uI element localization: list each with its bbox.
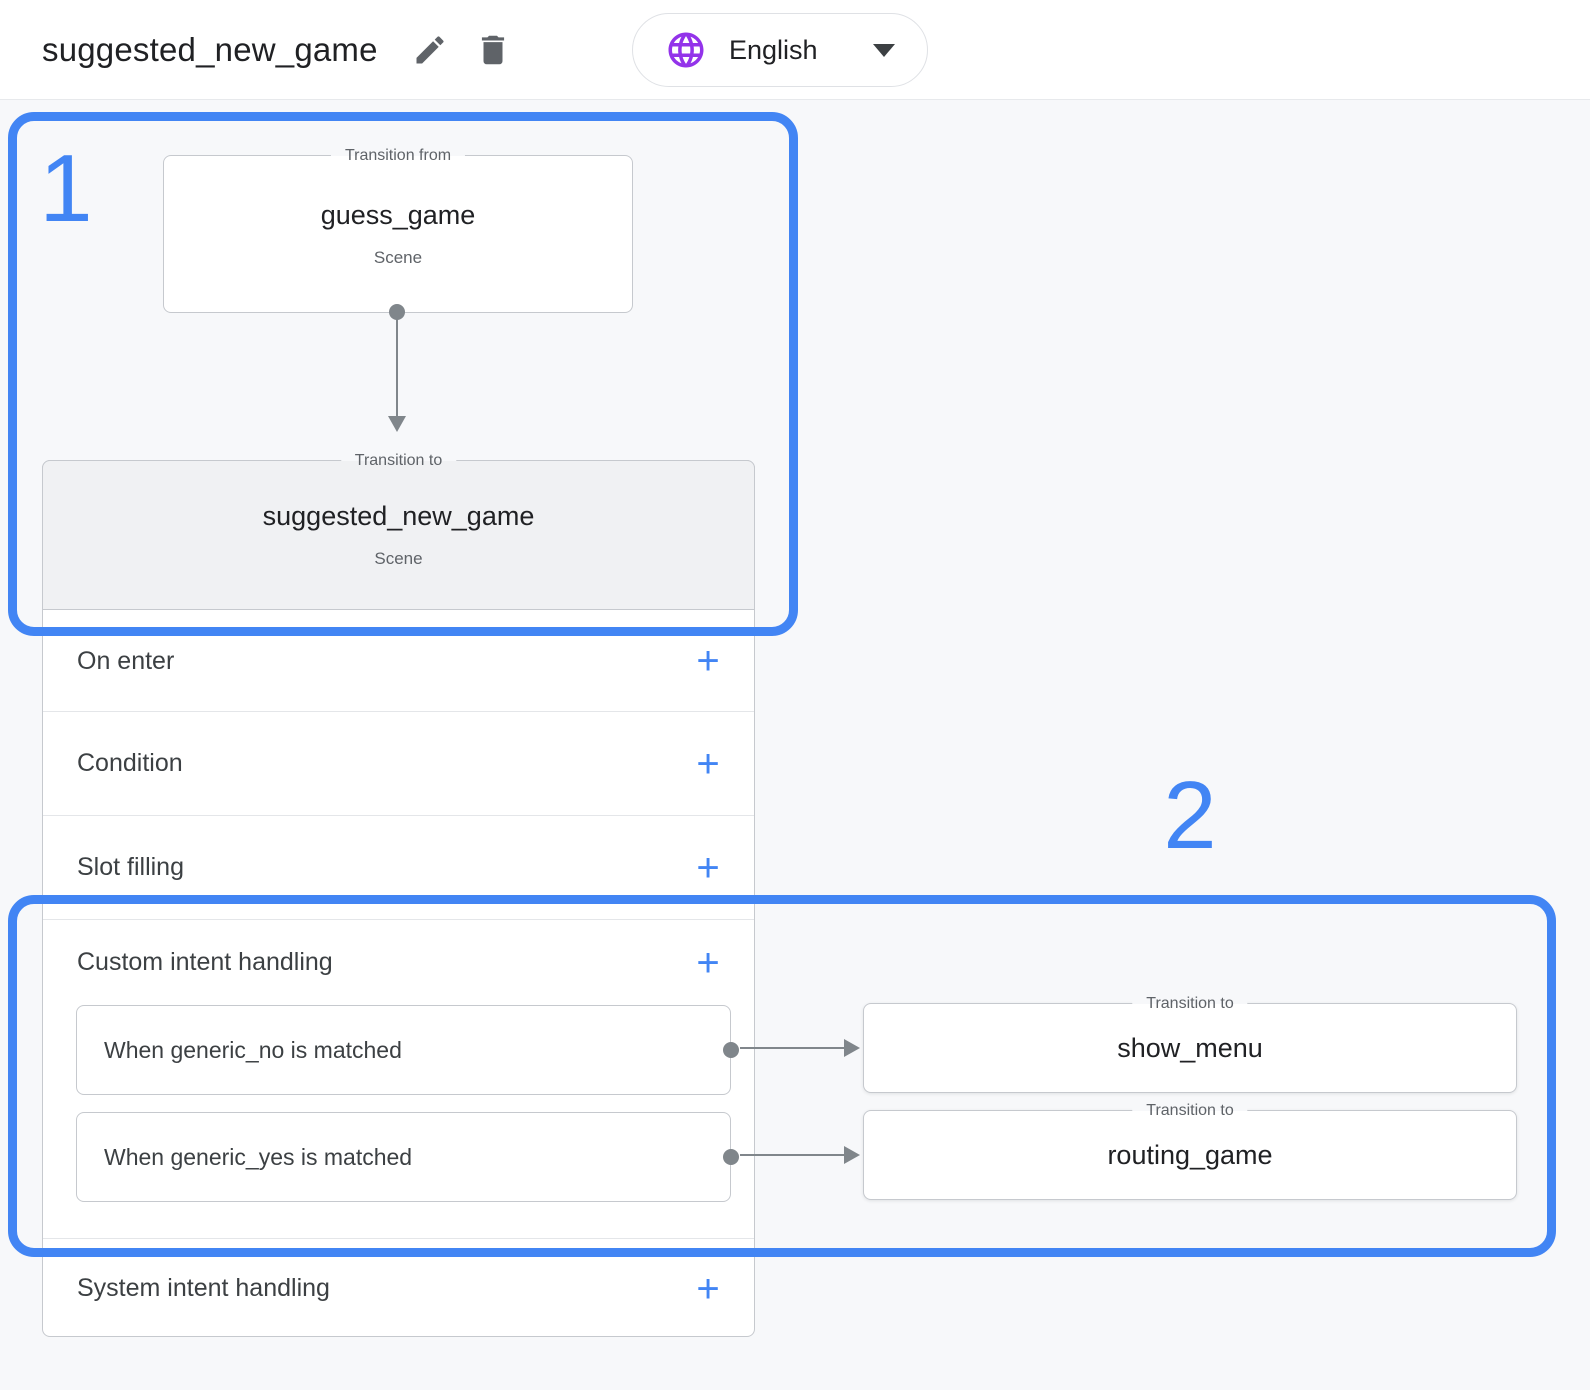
section-label: Custom intent handling [77, 948, 333, 976]
transition-target-legend: Transition to [1132, 994, 1248, 1014]
trash-icon [474, 31, 512, 69]
transition-target-name: routing_game [1107, 1139, 1273, 1170]
delete-button[interactable] [474, 31, 512, 69]
intent-card-generic-yes[interactable]: When generic_yes is matched [76, 1112, 739, 1202]
connector-line [740, 1047, 846, 1049]
transition-target-routing-game[interactable]: Transition to routing_game [863, 1101, 1517, 1200]
chevron-down-icon [873, 43, 895, 57]
add-icon: + [696, 940, 720, 985]
add-condition-button[interactable]: + [690, 744, 726, 784]
transition-target-legend: Transition to [1132, 1101, 1248, 1121]
arrow-right-icon [844, 1146, 860, 1164]
connector-line [740, 1154, 846, 1156]
header: suggested_new_game English [0, 0, 1590, 100]
connector-line [396, 312, 398, 416]
add-icon: + [696, 845, 720, 890]
pencil-icon [412, 32, 448, 68]
add-on-enter-button[interactable]: + [690, 641, 726, 681]
section-row-condition: Condition + [43, 711, 754, 815]
section-label: Slot filling [77, 853, 184, 881]
section-row-slot-filling: Slot filling + [43, 815, 754, 919]
section-row-on-enter: On enter + [43, 611, 754, 711]
add-slot-filling-button[interactable]: + [690, 848, 726, 888]
annotation-number-2: 2 [1163, 762, 1217, 869]
transition-from-legend: Transition from [330, 146, 466, 166]
connector-dot [723, 1149, 739, 1165]
add-icon: + [696, 1266, 720, 1311]
transition-from-scene-name: guess_game [320, 200, 476, 230]
section-row-system-intent-handling: System intent handling + [43, 1238, 754, 1338]
transition-from-scene-type: Scene [373, 248, 423, 267]
custom-intent-header: Custom intent handling + [43, 920, 754, 1005]
add-icon: + [696, 741, 720, 786]
section-label: On enter [77, 646, 175, 675]
section-custom-intent-handling: Custom intent handling + When generic_no… [43, 919, 754, 1238]
annotation-number-1: 1 [39, 135, 93, 242]
transition-target-name: show_menu [1117, 1032, 1263, 1063]
language-selector[interactable]: English [632, 13, 928, 87]
edit-button[interactable] [412, 32, 448, 68]
page-title: suggested_new_game [42, 30, 378, 68]
add-icon: + [696, 639, 720, 683]
arrow-right-icon [844, 1039, 860, 1057]
intent-card-label: When generic_yes is matched [104, 1143, 413, 1170]
add-system-intent-button[interactable]: + [690, 1269, 726, 1309]
transition-to-scene-type: Scene [374, 549, 423, 568]
language-label: English [729, 34, 818, 65]
globe-icon [665, 29, 707, 71]
transition-from-box[interactable]: Transition from guess_game Scene [163, 146, 633, 313]
arrow-down-icon [388, 416, 406, 432]
section-label: Condition [77, 749, 183, 777]
transition-target-show-menu[interactable]: Transition to show_menu [863, 994, 1517, 1093]
section-label: System intent handling [77, 1274, 330, 1302]
transition-to-legend: Transition to [340, 451, 457, 471]
transition-to-box: Transition to suggested_new_game Scene [42, 451, 755, 610]
intent-card-label: When generic_no is matched [104, 1036, 402, 1063]
intent-card-generic-no[interactable]: When generic_no is matched [76, 1005, 739, 1095]
add-custom-intent-button[interactable]: + [690, 943, 726, 983]
transition-to-scene-name: suggested_new_game [262, 501, 535, 531]
connector-dot [723, 1042, 739, 1058]
